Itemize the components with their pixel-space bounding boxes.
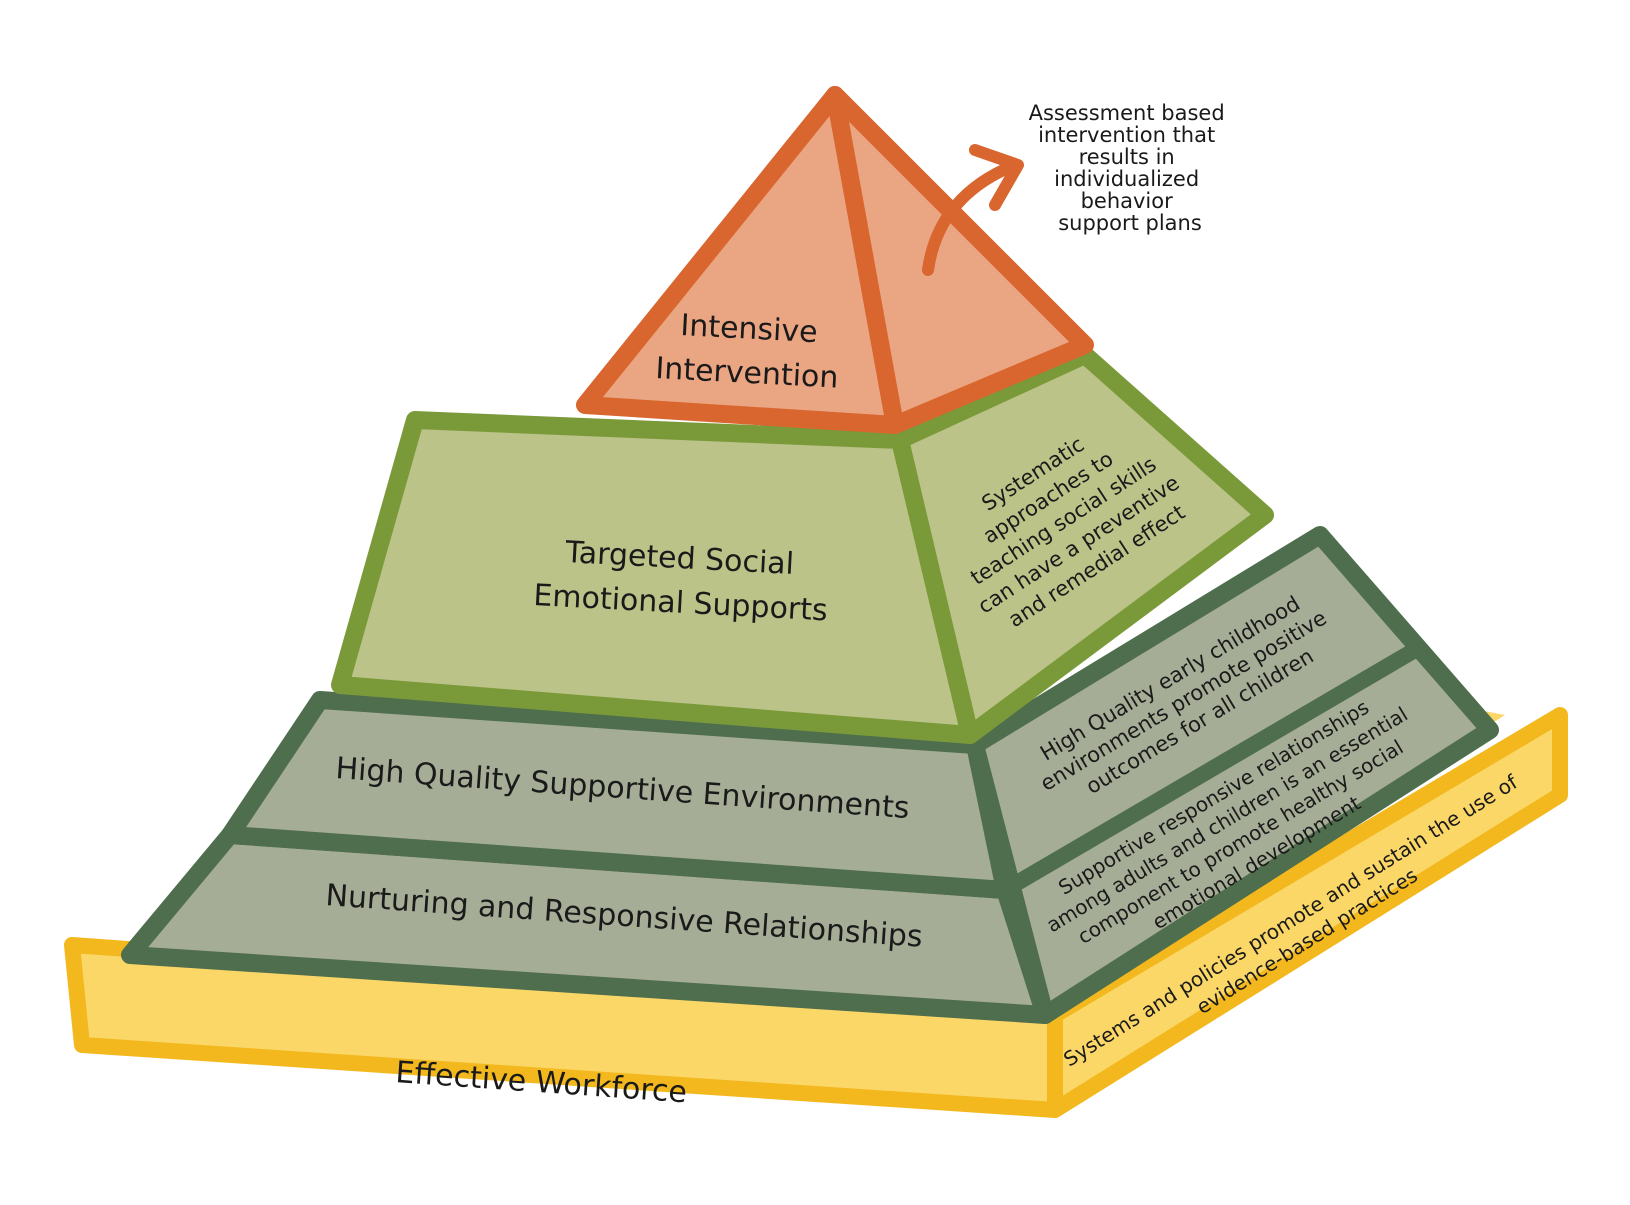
targeted-tier <box>331 346 1274 744</box>
intensive-label-line1: Intensive <box>680 308 819 350</box>
arrow-shaft <box>922 159 1021 276</box>
intensive-tier <box>576 86 1094 434</box>
annotation-line-3: results in <box>1079 145 1175 169</box>
annotation-line-1: Assessment based <box>1029 101 1225 125</box>
foundation-side-face <box>966 526 1499 1024</box>
annotation-line-6: support plans <box>1058 211 1202 235</box>
targeted-side-face <box>891 346 1274 744</box>
targeted-front-face <box>331 411 979 744</box>
top-annotation: Assessment based intervention that resul… <box>1029 101 1232 235</box>
annotation-line-5: behavior <box>1081 189 1174 213</box>
intensive-side-face <box>826 86 1094 434</box>
foundation-side-divider <box>997 642 1423 898</box>
annotation-line-4: individualized <box>1054 167 1199 191</box>
base-side-face <box>1047 707 1568 1118</box>
annotation-arrow <box>922 144 1024 276</box>
annotation-line-2: intervention that <box>1038 123 1215 147</box>
arrow-head <box>969 144 1024 211</box>
foundation-side <box>966 526 1499 1024</box>
